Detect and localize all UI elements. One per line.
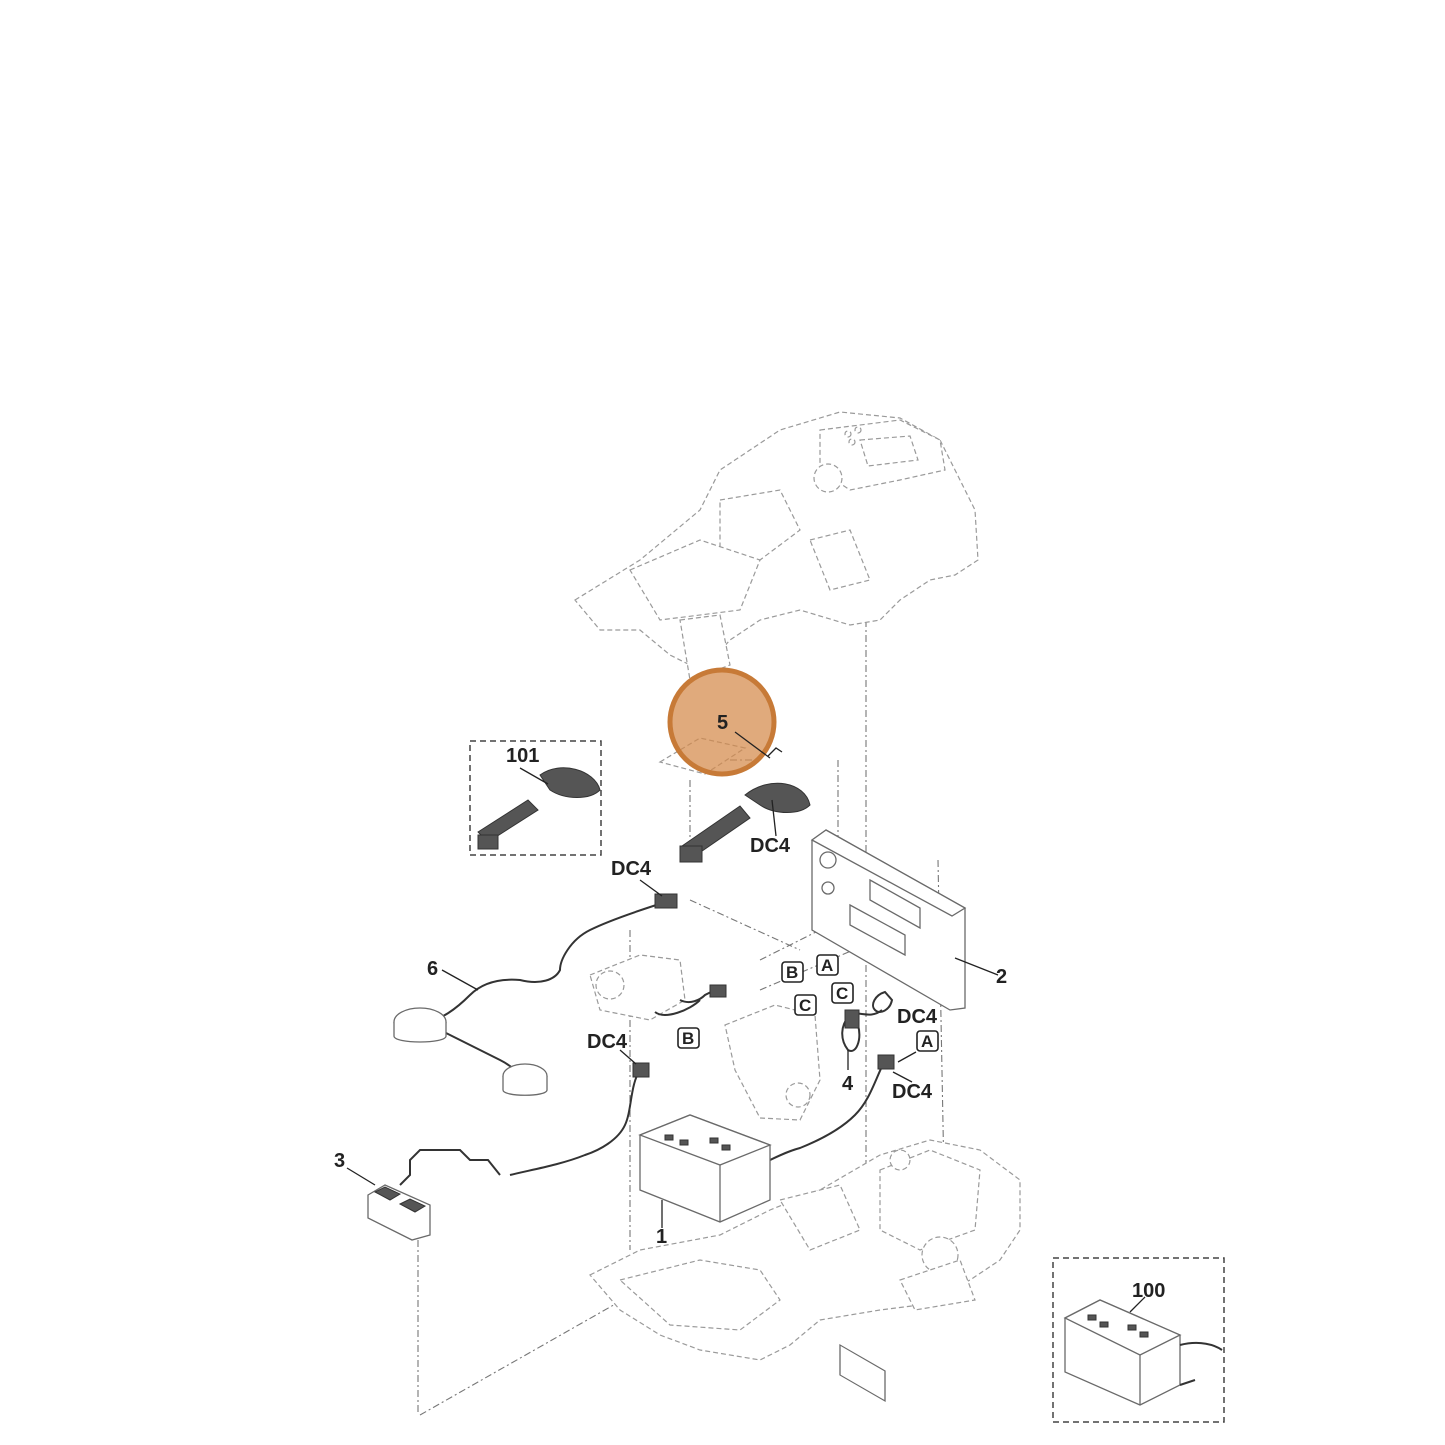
motor-left [589, 954, 727, 1021]
callout-100: 100 [1132, 1280, 1165, 1302]
tag-c-left: C [794, 994, 817, 1016]
tag-b-upper: B [781, 961, 804, 983]
callout-101: 101 [506, 745, 539, 767]
callout-2: 2 [996, 966, 1007, 988]
svg-text:C: C [836, 984, 848, 1003]
connector-dc4-sensor: DC4 [750, 835, 791, 857]
motor-center [724, 1004, 821, 1121]
top-housing [574, 411, 979, 681]
connector-dc4-harness-mid: DC4 [587, 1031, 628, 1053]
mid-harness[interactable]: DC4 [509, 1031, 650, 1176]
part-2-panel[interactable]: 2 [810, 829, 1007, 1402]
part-3-switch[interactable]: 3 [334, 1149, 501, 1241]
callout-1: 1 [656, 1226, 667, 1248]
svg-text:B: B [682, 1029, 694, 1048]
svg-text:B: B [786, 963, 798, 982]
part-5-board[interactable]: 5 [658, 667, 783, 777]
ribbon-cable-dc4[interactable]: DC4 [679, 782, 811, 863]
tag-a-upper: A [816, 954, 839, 976]
part-4-cable[interactable]: 4 DC4 [841, 990, 938, 1095]
part-6-harness[interactable]: 6 DC4 [393, 858, 678, 1096]
connector-dc4-right-upper: DC4 [897, 1006, 938, 1028]
base-chassis [589, 1139, 1021, 1361]
highlight-circle [667, 667, 777, 777]
callout-4: 4 [842, 1073, 854, 1095]
battery-harness[interactable]: DC4 [759, 1051, 933, 1166]
part-1-battery[interactable]: 1 [638, 1114, 772, 1248]
svg-text:C: C [799, 996, 811, 1015]
part-100-group[interactable]: 100 [1052, 1257, 1225, 1423]
connector-dc4-harness-top: DC4 [611, 858, 652, 880]
svg-text:A: A [821, 956, 833, 975]
tag-a-lower: A [916, 1030, 939, 1052]
callout-3: 3 [334, 1150, 345, 1172]
connector-dc4-right-lower: DC4 [892, 1081, 933, 1103]
svg-text:A: A [921, 1032, 933, 1051]
part-101-group[interactable]: 101 [469, 740, 602, 856]
tag-b-lower: B [677, 1027, 700, 1049]
callout-6: 6 [427, 958, 438, 980]
tag-c-right: C [831, 982, 854, 1004]
callout-5: 5 [717, 712, 728, 734]
